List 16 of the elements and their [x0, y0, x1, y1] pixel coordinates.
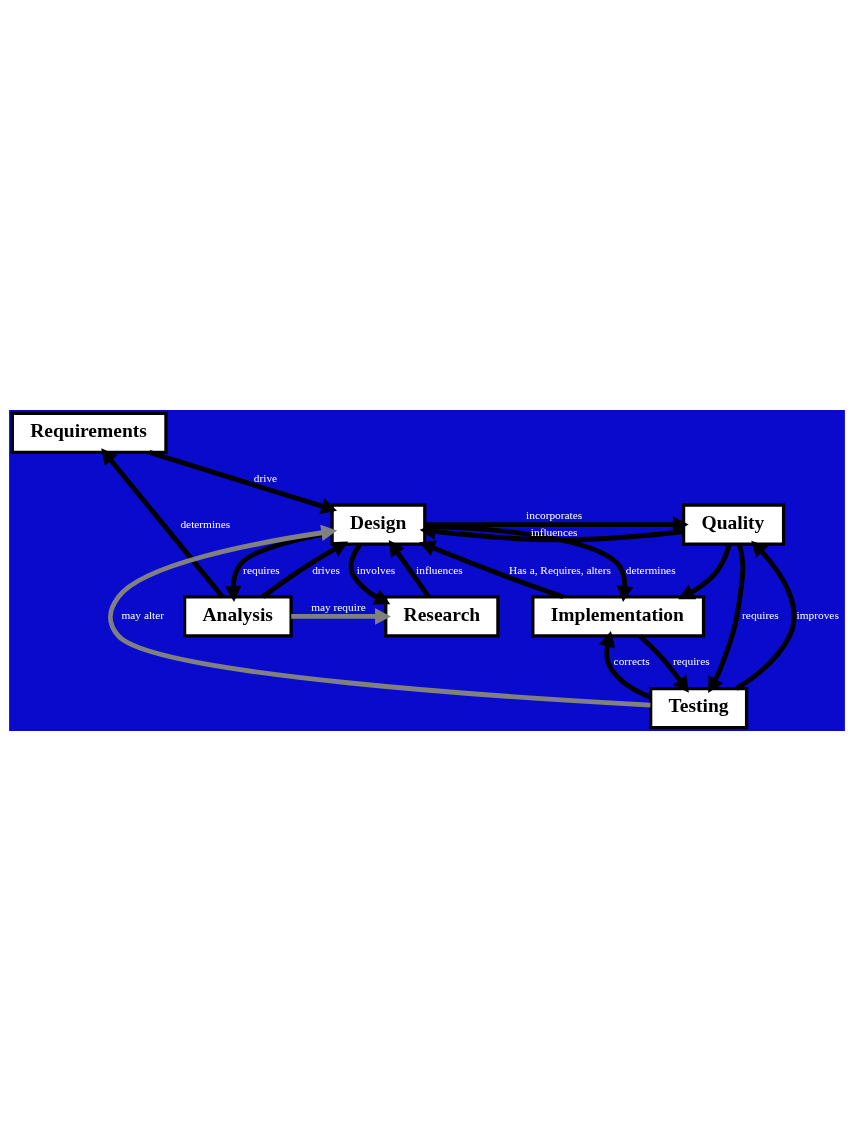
edge-label: corrects [613, 655, 650, 668]
edge-label: requires [243, 563, 280, 576]
edge-label: requires [742, 609, 779, 622]
edge-label: involves [356, 563, 396, 576]
edge-label: drives [312, 563, 340, 576]
edge-label: influences [530, 526, 578, 539]
edge-label: may require [311, 600, 366, 613]
edge-label: drive [253, 471, 278, 484]
edge-label: incorporates [526, 509, 583, 522]
edge-label: determines [625, 563, 676, 576]
edge-label: determines [180, 517, 231, 530]
edge-label: requires [673, 655, 710, 668]
edge-label: influences [416, 563, 463, 576]
edge-label: Has a, Requires, alters [509, 563, 612, 576]
edge-label: improves [796, 609, 839, 622]
edge-label: may alter [121, 609, 165, 622]
